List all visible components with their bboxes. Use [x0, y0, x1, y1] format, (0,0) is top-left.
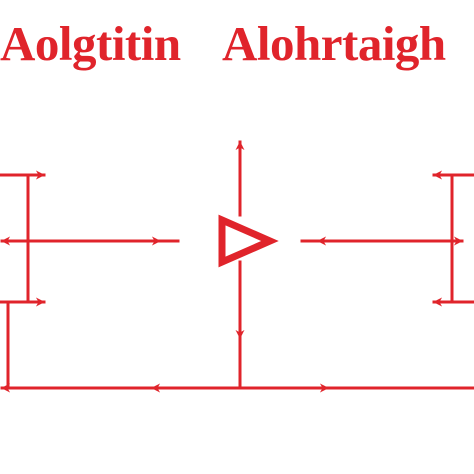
triangle-right-icon [218, 214, 279, 268]
title-left-word: Aolgtitin [0, 16, 181, 71]
title-right-word: Alohrtaigh [222, 16, 446, 71]
diagram-title: Aolgtitin Alohrtaigh [0, 14, 474, 74]
